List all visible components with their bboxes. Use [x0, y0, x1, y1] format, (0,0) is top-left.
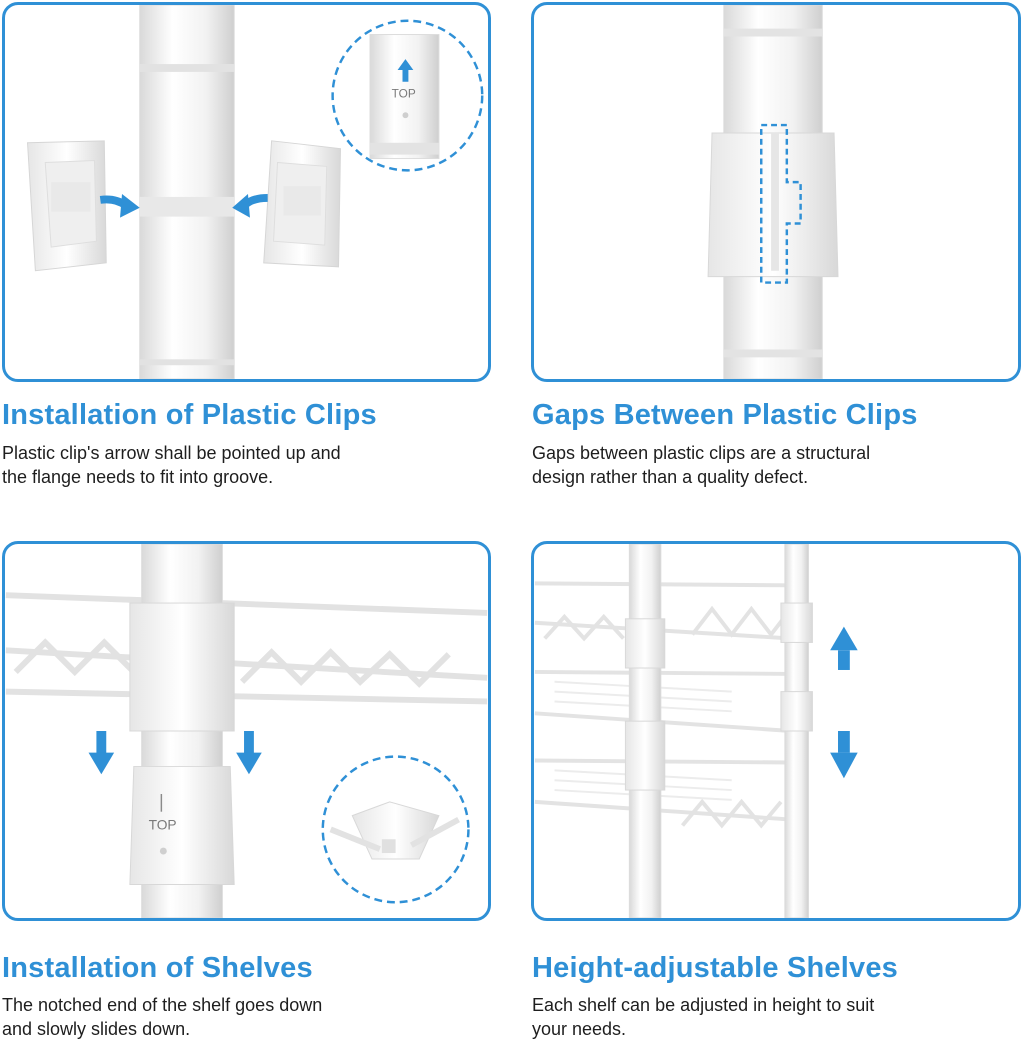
- shelf-sleeve: [129, 602, 235, 732]
- shelves-installation-illustration: TOP: [5, 544, 488, 918]
- zoom-circle-top-marking: TOP: [331, 19, 484, 172]
- desc-line-2: the flange needs to fit into groove.: [2, 467, 274, 487]
- heading-installation-of-plastic-clips: Installation of Plastic Clips: [2, 399, 377, 431]
- plastic-clip-top: TOP: [129, 765, 235, 886]
- pole: [139, 5, 235, 379]
- desc-line-1: Plastic clip's arrow shall be pointed up…: [2, 443, 341, 463]
- height-adjustable-illustration: [534, 544, 858, 918]
- heading-gaps-between-plastic-clips: Gaps Between Plastic Clips: [532, 399, 918, 431]
- heading-installation-of-shelves: Installation of Shelves: [2, 952, 313, 984]
- up-arrow-icon: [830, 626, 858, 670]
- top-marking-label: TOP: [392, 87, 416, 101]
- right-arrow-icon: [232, 193, 268, 218]
- panel-gaps-between-plastic-clips: [531, 2, 1021, 382]
- desc-line-2: design rather than a quality defect.: [532, 467, 809, 487]
- desc-gaps-between-plastic-clips: Gaps between plastic clips are a structu…: [532, 441, 972, 489]
- desc-line-1: Each shelf can be adjusted in height to …: [532, 995, 875, 1015]
- panel-height-adjustable-shelves: [531, 541, 1021, 921]
- desc-installation-of-shelves: The notched end of the shelf goes down a…: [2, 993, 442, 1041]
- desc-height-adjustable-shelves: Each shelf can be adjusted in height to …: [532, 993, 972, 1041]
- down-arrow-icon: [88, 731, 115, 775]
- desc-line-2: your needs.: [532, 1019, 627, 1039]
- panel-installation-of-shelves: TOP: [2, 541, 491, 921]
- down-arrow-icon: [236, 731, 262, 775]
- panel-installation-of-plastic-clips: TOP: [2, 2, 491, 382]
- down-arrow-icon: [830, 731, 858, 779]
- desc-line-2: and slowly slides down.: [2, 1019, 191, 1039]
- desc-installation-of-plastic-clips: Plastic clip's arrow shall be pointed up…: [2, 441, 442, 489]
- zoom-circle-notched-end: [321, 755, 470, 904]
- left-arrow-icon: [99, 193, 140, 218]
- heading-height-adjustable-shelves: Height-adjustable Shelves: [532, 952, 898, 984]
- right-plastic-clip: [263, 140, 341, 268]
- plastic-clips-illustration: TOP: [26, 5, 484, 379]
- left-plastic-clip: [26, 140, 107, 272]
- desc-line-1: The notched end of the shelf goes down: [2, 995, 323, 1015]
- up-arrow-icon: [397, 59, 414, 82]
- desc-line-1: Gaps between plastic clips are a structu…: [532, 443, 871, 463]
- wire-shelf: [5, 592, 488, 705]
- top-marking-label: TOP: [149, 817, 177, 832]
- gaps-illustration: [707, 5, 839, 379]
